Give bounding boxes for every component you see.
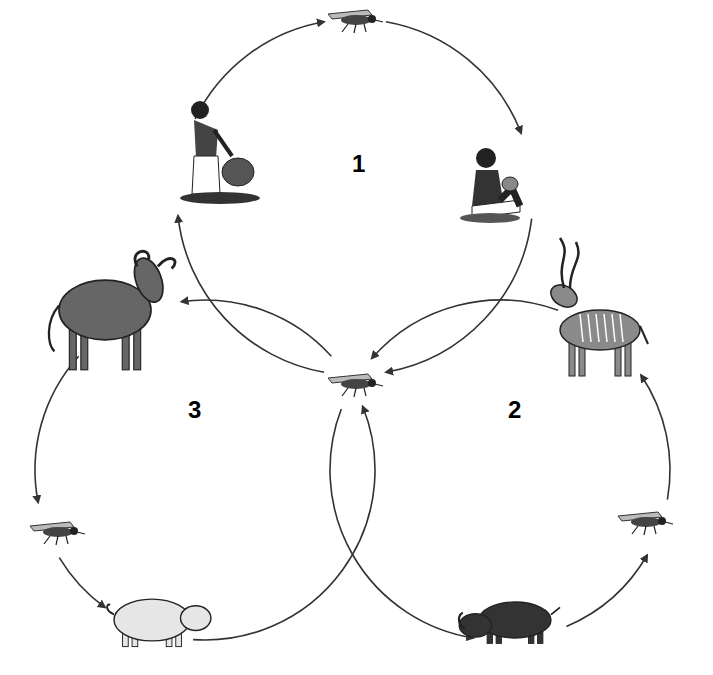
- pig: [107, 599, 211, 647]
- wildebeest: [49, 251, 175, 370]
- cycle-arrow: [372, 300, 558, 358]
- human-figure: [460, 148, 520, 223]
- warthog: [459, 602, 560, 643]
- human-figure: [180, 101, 260, 204]
- tsetse-fly: [618, 512, 673, 535]
- cycle-arrow: [181, 300, 331, 356]
- cycle-arrow: [386, 22, 521, 134]
- cycle-arrow: [178, 216, 324, 373]
- tsetse-fly: [30, 522, 85, 545]
- cycle-arrow: [193, 406, 375, 640]
- cycle-number: 2: [508, 398, 521, 422]
- cycle-arrow: [641, 375, 670, 500]
- cycle-arrow: [386, 219, 532, 373]
- cycle-arrow: [35, 356, 79, 502]
- cycle-number: 1: [352, 152, 365, 176]
- antelope: [547, 238, 648, 376]
- cycle-number: 3: [188, 398, 201, 422]
- tsetse-fly: [328, 374, 383, 397]
- tsetse-fly: [328, 10, 383, 33]
- cycle-arrow: [566, 555, 647, 626]
- cycle-arrow: [195, 22, 324, 119]
- cycle-arrow: [59, 558, 105, 608]
- cycle-arrow: [330, 409, 473, 638]
